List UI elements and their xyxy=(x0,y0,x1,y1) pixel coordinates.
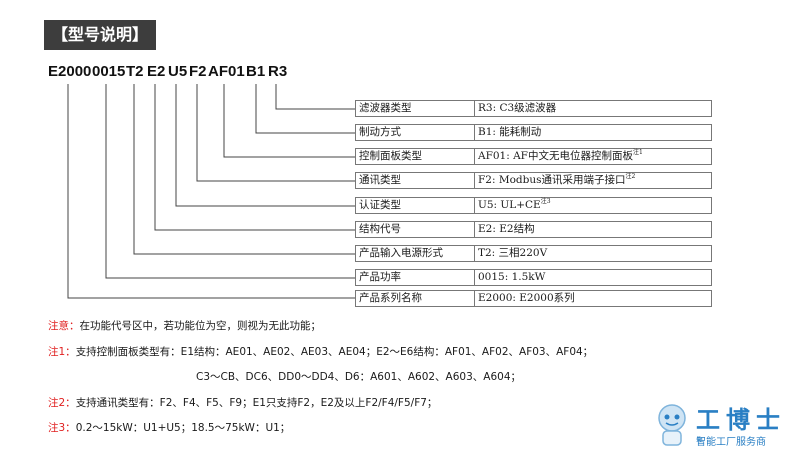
code-part-cert: U5 xyxy=(168,63,188,80)
connector-comm xyxy=(196,84,355,182)
spec-key: 产品系列名称 xyxy=(356,291,475,306)
spec-row-panel: 控制面板类型 AF01: AF中文无电位器控制面板注1 xyxy=(355,148,712,165)
mascot-icon xyxy=(658,404,686,446)
connector-power xyxy=(105,84,355,279)
spec-row-brake: 制动方式 B1: 能耗制动 xyxy=(355,124,712,141)
note-1: 注1：支持控制面板类型有：E1结构：AE01、AE02、AE03、AE04；E2… xyxy=(48,345,593,359)
section-title: 【型号说明】 xyxy=(44,20,156,50)
note-label: 注意： xyxy=(48,320,80,332)
connector-brake xyxy=(255,84,355,134)
spec-row-input: 产品输入电源形式 T2: 三相220V xyxy=(355,245,712,262)
connector-series xyxy=(67,84,355,299)
note-label: 注3： xyxy=(48,422,76,434)
connector-input xyxy=(133,84,355,255)
spec-key: 结构代号 xyxy=(356,222,475,237)
spec-key: 滤波器类型 xyxy=(356,101,475,116)
note-text: 在功能代号区中，若功能位为空，则视为无此功能； xyxy=(79,320,322,332)
spec-key: 通讯类型 xyxy=(356,173,475,188)
code-part-power: 0015 xyxy=(92,63,126,80)
code-part-series: E2000 xyxy=(48,63,92,80)
spec-value: B1: 能耗制动 xyxy=(478,126,542,138)
spec-value: AF01: AF中文无电位器控制面板注1 xyxy=(478,149,643,162)
note-text: 0.2～15kW：U1+U5；18.5～75kW：U1； xyxy=(75,422,291,434)
code-part-comm: F2 xyxy=(189,63,207,80)
spec-row-structure: 结构代号 E2: E2结构 xyxy=(355,221,712,238)
connector-filter xyxy=(275,84,355,110)
spec-key: 认证类型 xyxy=(356,198,475,213)
code-part-panel: AF01 xyxy=(208,63,245,80)
spec-value: E2000: E2000系列 xyxy=(478,292,575,304)
code-part-structure: E2 xyxy=(147,63,166,80)
spec-row-filter: 滤波器类型 R3: C3级滤波器 xyxy=(355,100,712,117)
note-label: 注2： xyxy=(48,397,76,409)
spec-key: 产品输入电源形式 xyxy=(356,246,475,261)
code-part-brake: B1 xyxy=(246,63,266,80)
note-text: C3～CB、DC6、DD0～DD4、D6：A601、A602、A603、A604… xyxy=(196,371,522,383)
code-part-filter: R3 xyxy=(268,63,288,80)
note-2: 注2：支持通讯类型有：F2、F4、F5、F9；E1只支持F2，E2及以上F2/F… xyxy=(48,396,437,410)
spec-value: F2: Modbus通讯采用端子接口注2 xyxy=(478,173,636,186)
spec-key: 制动方式 xyxy=(356,125,475,140)
note-text: 支持控制面板类型有：E1结构：AE01、AE02、AE03、AE04；E2～E6… xyxy=(75,346,594,358)
connector-cert xyxy=(175,84,355,207)
code-part-input: T2 xyxy=(126,63,144,80)
note-3: 注3：0.2～15kW：U1+U5；18.5～75kW：U1； xyxy=(48,421,290,435)
brand-logo: 工博士® 智能工厂服务商 xyxy=(652,400,792,452)
spec-row-comm: 通讯类型 F2: Modbus通讯采用端子接口注2 xyxy=(355,172,712,189)
spec-value: R3: C3级滤波器 xyxy=(478,102,557,114)
logo-text: 工博士® xyxy=(696,405,786,444)
note-attention: 注意：在功能代号区中，若功能位为空，则视为无此功能； xyxy=(48,319,321,333)
connector-panel xyxy=(223,84,355,158)
spec-row-cert: 认证类型 U5: UL+CE注3 xyxy=(355,197,712,214)
spec-value: 0015: 1.5kW xyxy=(478,271,546,283)
spec-row-power: 产品功率 0015: 1.5kW xyxy=(355,269,712,286)
spec-key: 产品功率 xyxy=(356,270,475,285)
spec-key: 控制面板类型 xyxy=(356,149,475,164)
note-1-continued: C3～CB、DC6、DD0～DD4、D6：A601、A602、A603、A604… xyxy=(196,370,521,384)
spec-value: U5: UL+CE注3 xyxy=(478,198,551,211)
spec-value: T2: 三相220V xyxy=(478,247,548,259)
spec-value: E2: E2结构 xyxy=(478,223,535,235)
spec-row-series: 产品系列名称 E2000: E2000系列 xyxy=(355,290,712,307)
logo-tagline: 智能工厂服务商 xyxy=(696,437,766,448)
connector-structure xyxy=(154,84,355,231)
note-label: 注1： xyxy=(48,346,76,358)
note-text: 支持通讯类型有：F2、F4、F5、F9；E1只支持F2，E2及以上F2/F4/F… xyxy=(75,397,438,409)
